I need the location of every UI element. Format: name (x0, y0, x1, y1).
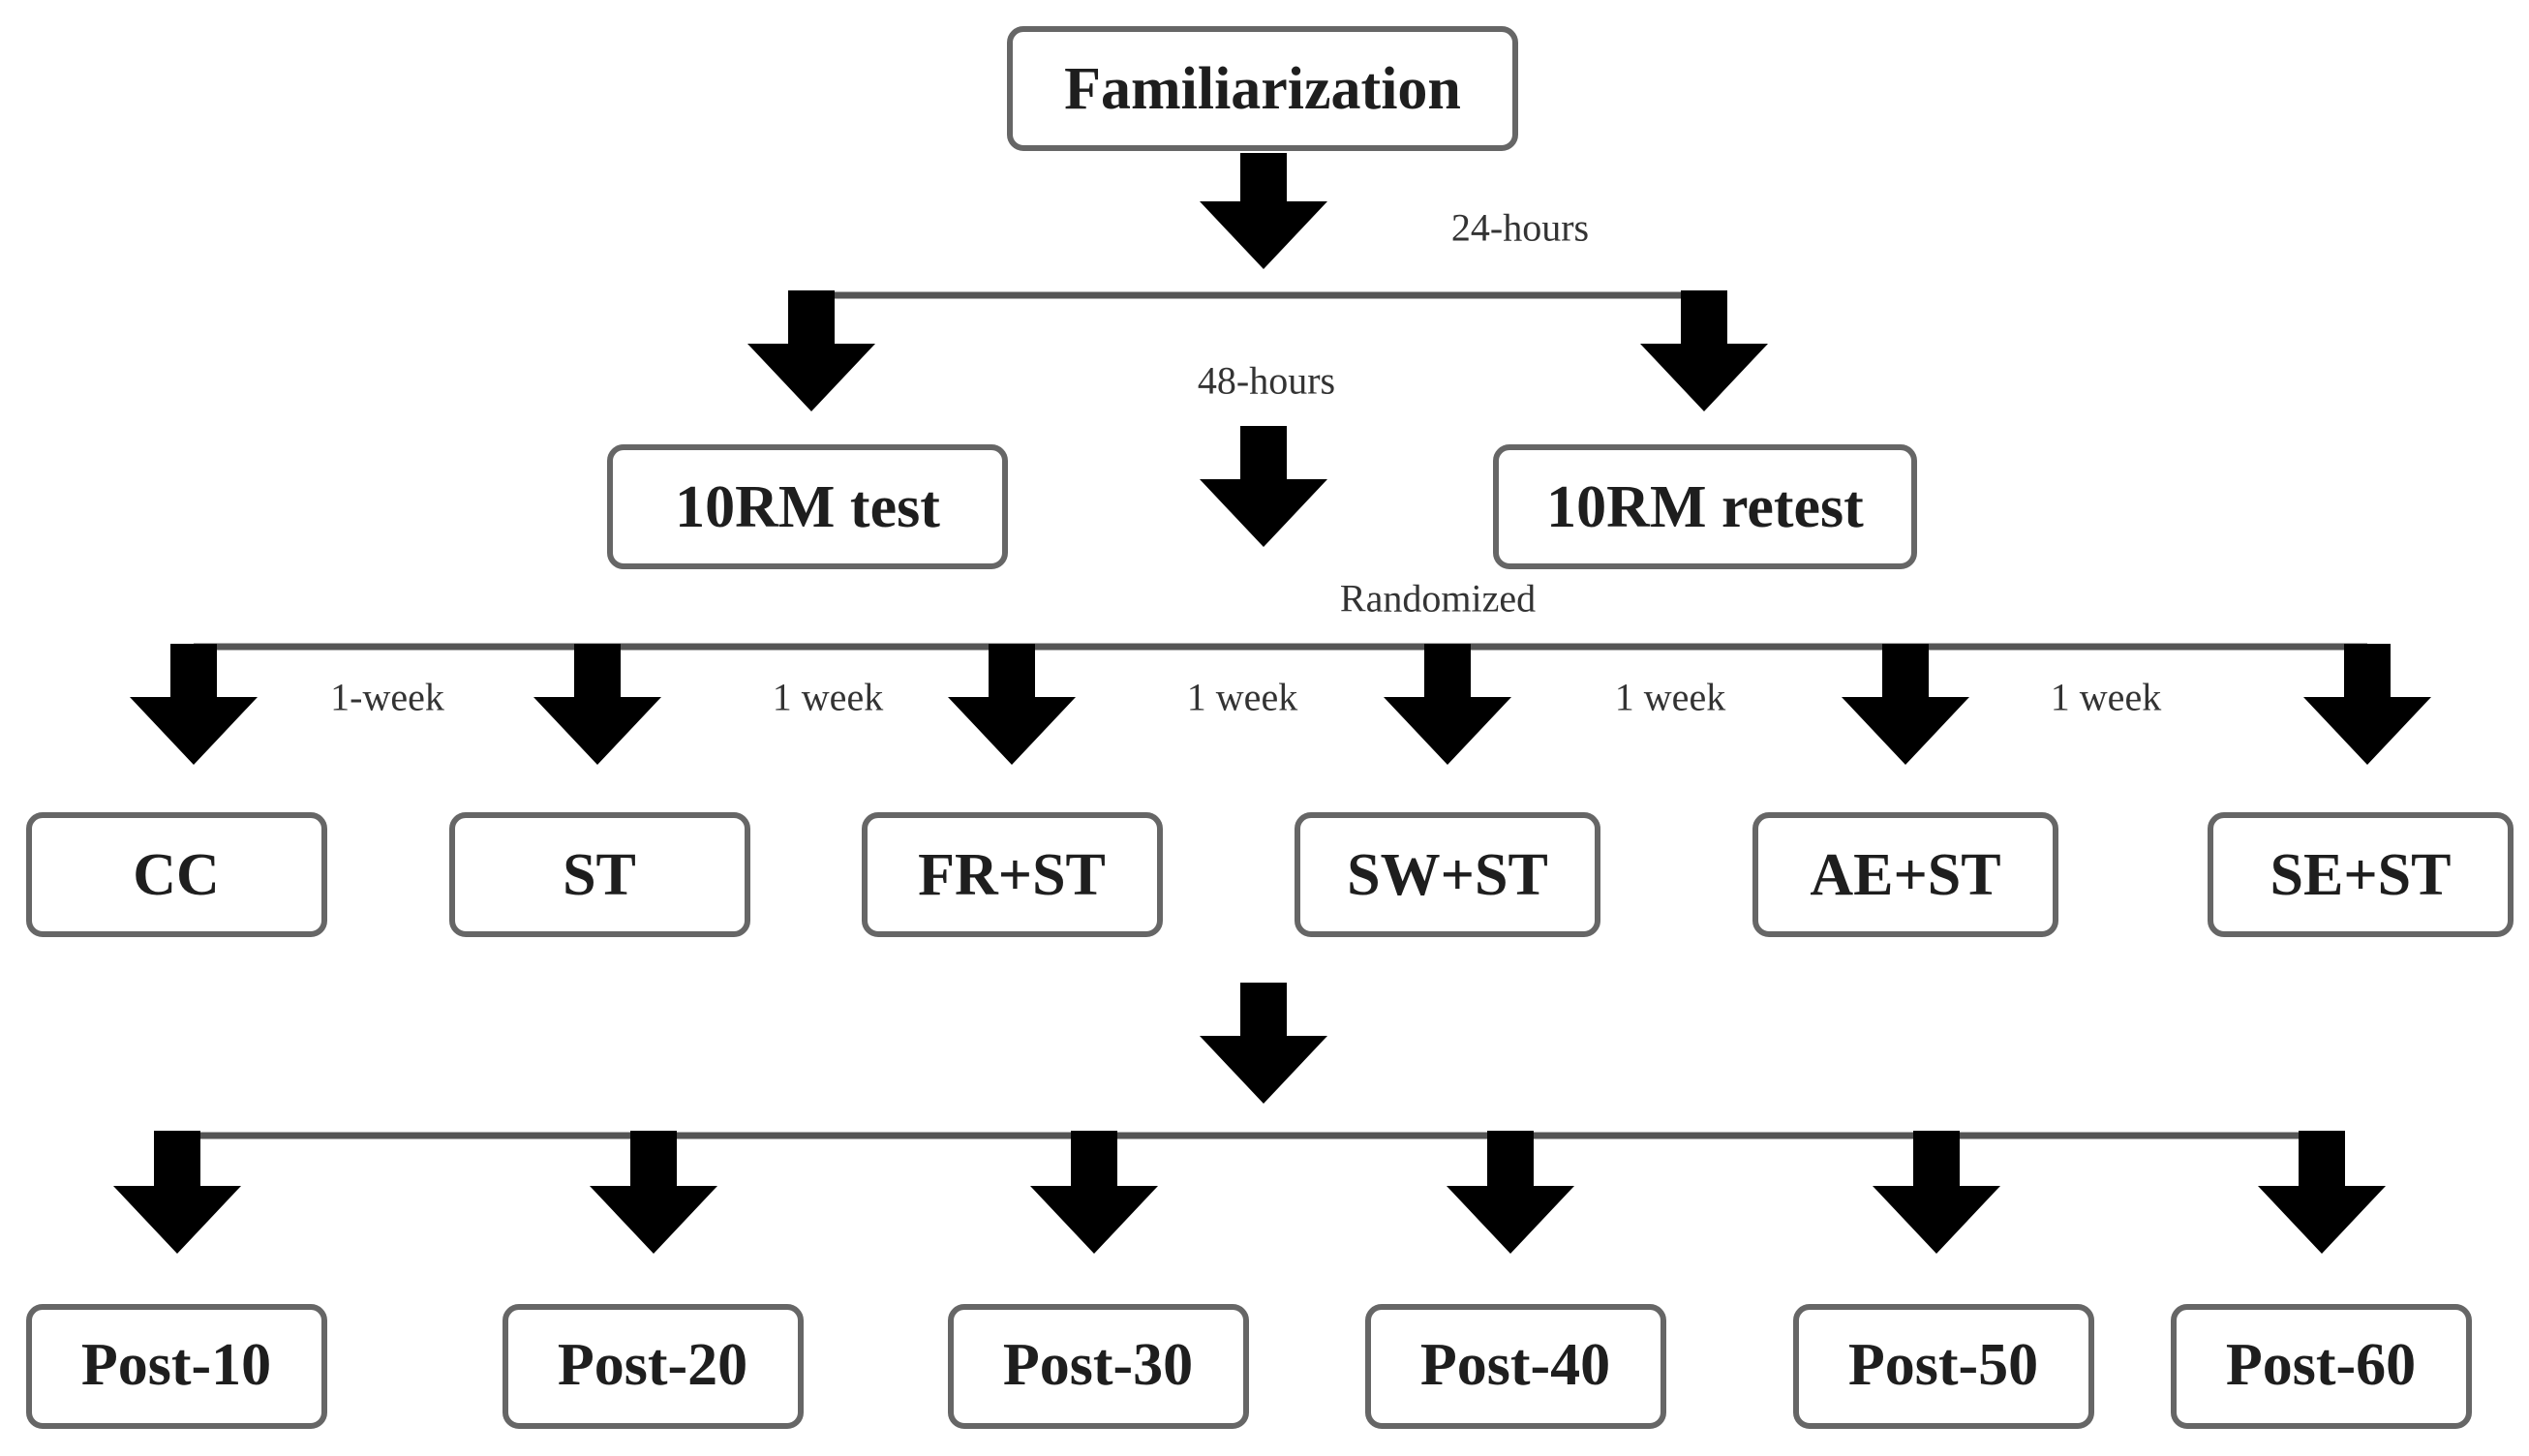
test-box: 10RM test (607, 444, 1008, 569)
condition-box-st: ST (449, 812, 750, 937)
note-24-hours: 24-hours (1451, 206, 1589, 250)
post-box-30: Post-30 (948, 1304, 1249, 1429)
note-randomized: Randomized (1340, 577, 1536, 621)
note-week-3: 1 week (1187, 676, 1297, 719)
arrow-down-icon (1200, 983, 1327, 1104)
note-week-1: 1-week (330, 676, 444, 719)
post-label: Post-20 (558, 1332, 747, 1398)
note-week-4: 1 week (1615, 676, 1725, 719)
test-label: 10RM test (675, 474, 940, 540)
condition-label: FR+ST (918, 842, 1106, 908)
condition-label: SE+ST (2270, 842, 2452, 908)
arrow-down-icon (1384, 644, 1511, 765)
post-label: Post-10 (81, 1332, 271, 1398)
post-box-60: Post-60 (2171, 1304, 2472, 1429)
retest-label: 10RM retest (1546, 474, 1864, 540)
post-label: Post-40 (1420, 1332, 1610, 1398)
condition-box-cc: CC (26, 812, 327, 937)
familiarization-label: Familiarization (1064, 56, 1461, 122)
arrow-down-icon (1873, 1131, 2000, 1254)
arrow-down-icon (948, 644, 1076, 765)
arrow-down-icon (1030, 1131, 1158, 1254)
condition-label: CC (133, 842, 220, 908)
condition-box-se-st: SE+ST (2208, 812, 2514, 937)
arrow-down-icon (1200, 153, 1327, 269)
condition-box-sw-st: SW+ST (1295, 812, 1600, 937)
post-box-10: Post-10 (26, 1304, 327, 1429)
note-week-2: 1 week (773, 676, 883, 719)
arrow-down-icon (590, 1131, 717, 1254)
post-box-50: Post-50 (1793, 1304, 2094, 1429)
condition-label: AE+ST (1810, 842, 2000, 908)
condition-box-ae-st: AE+ST (1752, 812, 2058, 937)
arrow-down-icon (130, 644, 258, 765)
arrow-down-icon (2303, 644, 2431, 765)
condition-label: ST (563, 842, 636, 908)
arrow-down-icon (747, 290, 875, 411)
post-label: Post-30 (1003, 1332, 1193, 1398)
arrow-down-icon (1640, 290, 1768, 411)
arrow-down-icon (533, 644, 661, 765)
note-week-5: 1 week (2051, 676, 2161, 719)
condition-box-fr-st: FR+ST (862, 812, 1163, 937)
arrow-down-icon (113, 1131, 241, 1254)
familiarization-box: Familiarization (1007, 26, 1518, 151)
arrow-down-icon (2258, 1131, 2386, 1254)
post-label: Post-60 (2226, 1332, 2416, 1398)
post-label: Post-50 (1848, 1332, 2038, 1398)
post-box-20: Post-20 (503, 1304, 804, 1429)
retest-box: 10RM retest (1493, 444, 1917, 569)
arrow-down-icon (1200, 426, 1327, 547)
arrow-down-icon (1447, 1131, 1574, 1254)
condition-label: SW+ST (1347, 842, 1548, 908)
post-box-40: Post-40 (1365, 1304, 1666, 1429)
note-48-hours: 48-hours (1198, 359, 1335, 403)
arrow-down-icon (1842, 644, 1969, 765)
